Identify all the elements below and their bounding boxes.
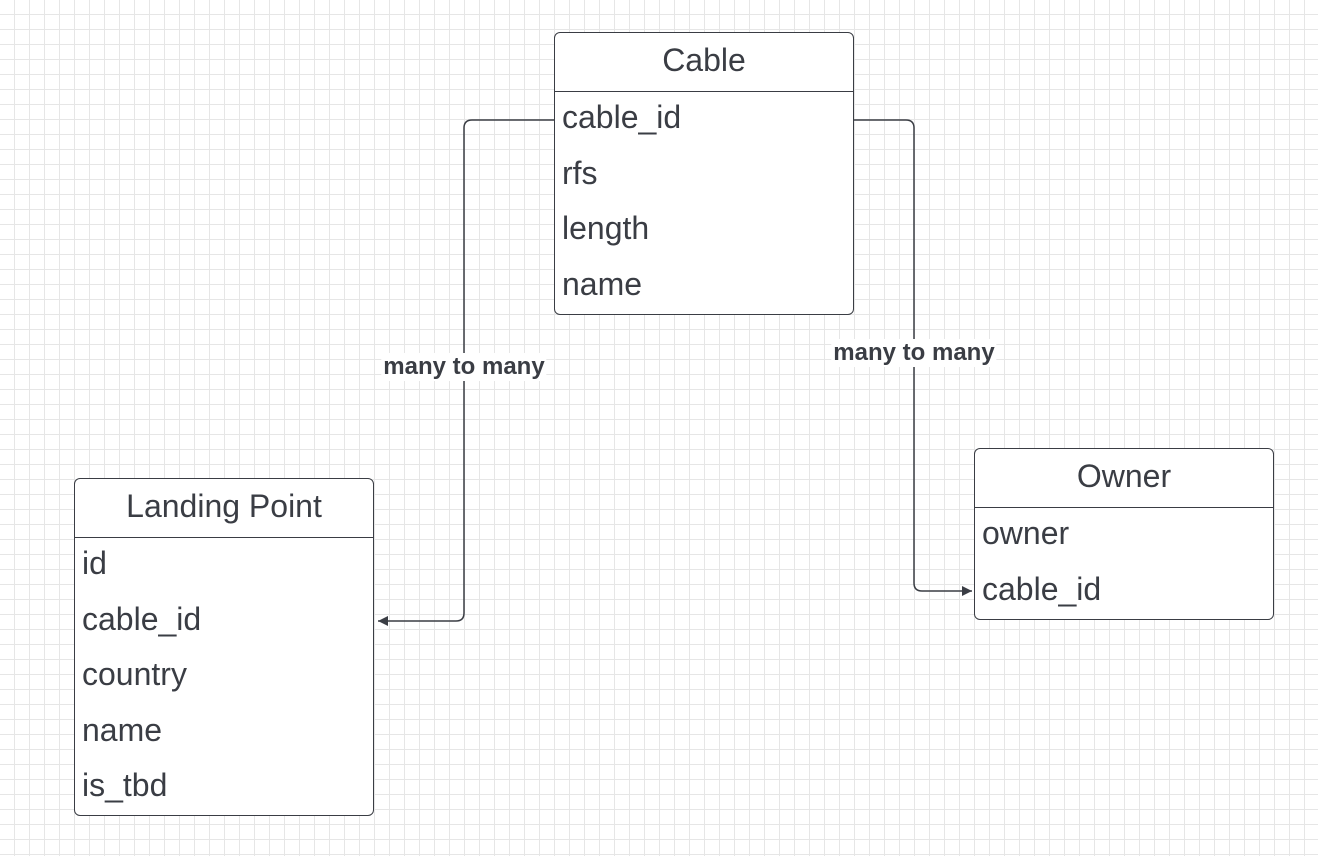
field-owner-cable-id[interactable]: cable_id <box>982 570 1102 607</box>
field-landing-point-name[interactable]: name <box>82 711 163 748</box>
field-cable-name[interactable]: name <box>562 265 643 302</box>
entity-title-owner: Owner <box>975 449 1273 508</box>
field-landing-point-is-tbd[interactable]: is_tbd <box>82 767 168 803</box>
entity-title-cable: Cable <box>555 33 853 92</box>
entity-title-landing-point: Landing Point <box>75 479 373 538</box>
entity-landing-point[interactable]: Landing Point id cable_id country name i… <box>74 478 374 816</box>
field-cable-length[interactable]: length <box>562 210 650 246</box>
relationship-label-cable-owner[interactable]: many to many <box>831 339 997 367</box>
field-owner-owner[interactable]: owner <box>982 515 1070 551</box>
field-landing-point-cable-id[interactable]: cable_id <box>82 600 202 637</box>
entity-owner[interactable]: Owner owner cable_id <box>974 448 1274 620</box>
field-cable-rfs[interactable]: rfs <box>562 154 598 191</box>
field-landing-point-id[interactable]: id <box>82 545 107 581</box>
field-landing-point-country[interactable]: country <box>82 656 187 692</box>
field-cable-cable-id[interactable]: cable_id <box>562 99 682 135</box>
entity-cable[interactable]: Cable cable_id rfs length name <box>554 32 854 315</box>
relationship-label-cable-landing-point[interactable]: many to many <box>381 353 547 381</box>
